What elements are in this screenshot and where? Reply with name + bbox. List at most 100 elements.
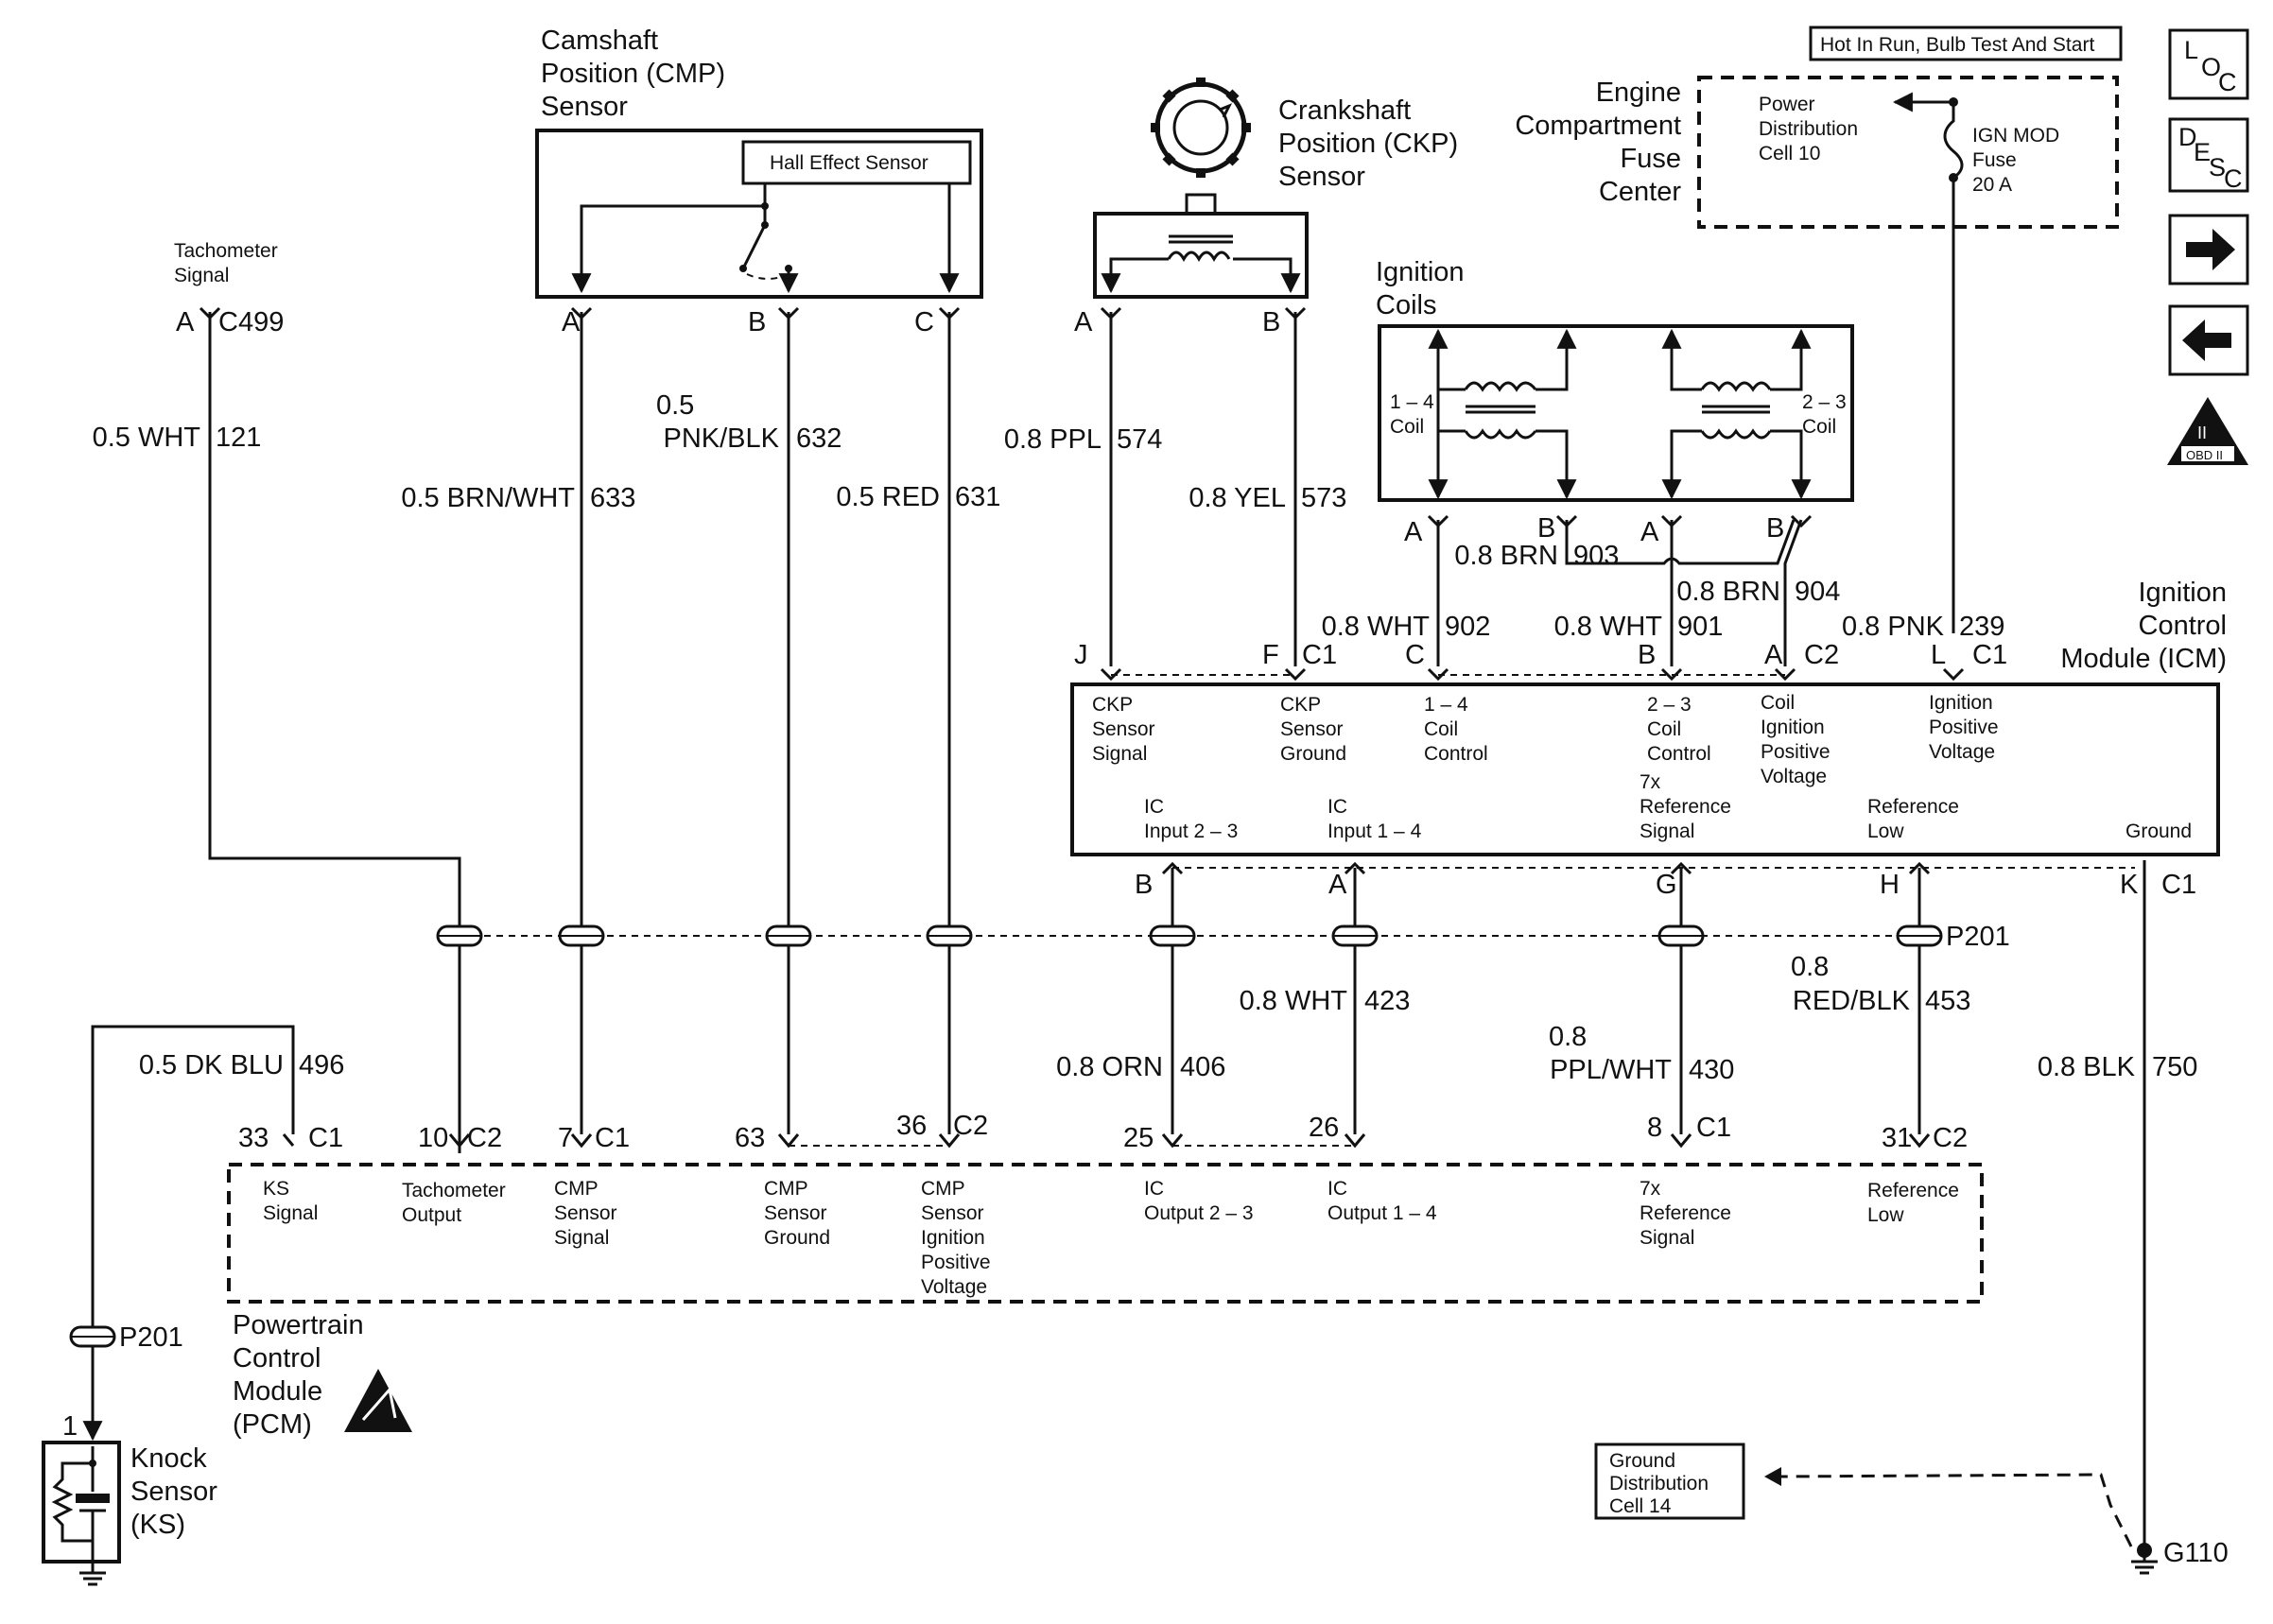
svg-text:IGN MOD: IGN MOD <box>1972 125 2059 147</box>
svg-text:901: 901 <box>1677 612 1723 642</box>
svg-text:(PCM): (PCM) <box>233 1409 312 1440</box>
svg-text:Ground: Ground <box>1609 1450 1675 1472</box>
svg-text:CKP: CKP <box>1092 694 1133 716</box>
svg-text:C: C <box>2224 164 2243 193</box>
svg-text:Hall Effect Sensor: Hall Effect Sensor <box>770 152 928 174</box>
svg-text:36: 36 <box>896 1111 927 1141</box>
svg-text:406: 406 <box>1180 1052 1225 1082</box>
svg-text:B: B <box>748 307 766 337</box>
svg-text:Output 1 – 4: Output 1 – 4 <box>1327 1202 1437 1224</box>
svg-text:E: E <box>2194 138 2211 166</box>
svg-text:Module: Module <box>233 1376 322 1407</box>
hall-effect-sensor: Hall Effect Sensor <box>741 140 972 185</box>
svg-text:0.8 PNK: 0.8 PNK <box>1842 612 1945 642</box>
svg-text:Control: Control <box>2139 611 2228 641</box>
svg-text:Distribution: Distribution <box>1609 1473 1709 1494</box>
svg-text:Positive: Positive <box>1929 717 1999 738</box>
powertrain-control-module: 33 C1 10 C2 7 C1 63 36 C2 25 26 8 C1 31 … <box>227 1111 1984 1440</box>
svg-text:Input 1 – 4: Input 1 – 4 <box>1327 821 1422 842</box>
svg-text:33: 33 <box>238 1123 269 1153</box>
cmp-wiring: A B C 0.5 BRN/WHT 633 0.5 PNK/BLK 632 0.… <box>401 306 1000 1134</box>
desc-icon[interactable]: D E S C <box>2168 117 2249 193</box>
svg-text:B: B <box>1766 513 1784 544</box>
ignition-coils: Ignition Coils 1 – 4 Coil 2 – 3 Coil A B… <box>1376 257 1854 547</box>
svg-text:7x: 7x <box>1640 771 1661 793</box>
svg-text:Ignition: Ignition <box>1929 692 1993 714</box>
svg-text:Powertrain: Powertrain <box>233 1310 364 1340</box>
svg-text:0.8 WHT: 0.8 WHT <box>1554 612 1663 642</box>
ckp-sensor: Crankshaft Position (CKP) Sensor <box>1093 78 1458 299</box>
svg-text:0.5 BRN/WHT: 0.5 BRN/WHT <box>401 483 575 513</box>
previous-arrow-icon[interactable] <box>2168 304 2249 376</box>
svg-text:F: F <box>1262 640 1279 670</box>
svg-text:P201: P201 <box>1946 922 2010 952</box>
svg-text:Reference: Reference <box>1640 796 1731 818</box>
ignition-control-module: Ignition Control Module (ICM) J F C1 C B… <box>1070 578 2228 1550</box>
svg-text:Cell 14: Cell 14 <box>1609 1495 1672 1517</box>
svg-text:CMP: CMP <box>921 1178 965 1200</box>
svg-text:P201: P201 <box>119 1322 183 1353</box>
svg-text:Output: Output <box>402 1204 461 1226</box>
svg-text:496: 496 <box>299 1050 344 1080</box>
tachometer-signal: Tachometer Signal A C499 0.5 WHT 121 <box>93 240 461 1153</box>
svg-text:2 – 3: 2 – 3 <box>1802 391 1847 413</box>
p201-connector: P201 <box>436 922 2010 952</box>
svg-text:Signal: Signal <box>554 1227 609 1249</box>
svg-text:A: A <box>1074 307 1093 337</box>
svg-text:Sensor: Sensor <box>1280 718 1344 740</box>
svg-text:Signal: Signal <box>174 265 229 286</box>
svg-text:C: C <box>2218 68 2237 96</box>
svg-text:O: O <box>2201 53 2221 81</box>
svg-text:PNK/BLK: PNK/BLK <box>664 423 780 454</box>
svg-text:OBD II: OBD II <box>2186 448 2223 462</box>
svg-text:Voltage: Voltage <box>921 1276 987 1298</box>
svg-text:Ground: Ground <box>2126 821 2192 842</box>
svg-text:G: G <box>1656 870 1677 900</box>
svg-text:Control: Control <box>1647 743 1711 765</box>
svg-text:A: A <box>1640 517 1659 547</box>
svg-text:C: C <box>1405 640 1425 670</box>
svg-text:Sensor: Sensor <box>541 92 628 122</box>
svg-text:1: 1 <box>62 1411 78 1442</box>
svg-text:Ignition: Ignition <box>1761 717 1825 738</box>
next-arrow-icon[interactable] <box>2168 214 2249 285</box>
svg-text:0.8 BRN: 0.8 BRN <box>1676 577 1780 607</box>
svg-text:Sensor: Sensor <box>764 1202 827 1224</box>
loc-icon[interactable]: L O C <box>2168 28 2249 100</box>
svg-text:63: 63 <box>735 1123 765 1153</box>
svg-text:633: 633 <box>590 483 635 513</box>
svg-text:C1: C1 <box>1696 1113 1731 1143</box>
svg-text:1 – 4: 1 – 4 <box>1424 694 1468 716</box>
svg-text:0.8 BLK: 0.8 BLK <box>2038 1052 2136 1082</box>
svg-text:Sensor: Sensor <box>554 1202 617 1224</box>
svg-text:C1: C1 <box>1972 640 2007 670</box>
svg-text:Sensor: Sensor <box>1278 162 1365 192</box>
svg-text:Signal: Signal <box>263 1202 318 1224</box>
svg-text:7x: 7x <box>1640 1178 1661 1200</box>
svg-text:Center: Center <box>1599 177 1681 207</box>
crankshaft-reluctor-icon <box>1151 78 1251 178</box>
pcm-pin-row: 33 C1 10 C2 7 C1 63 36 C2 25 26 8 C1 31 … <box>238 1111 1968 1153</box>
ground-icon <box>79 1562 106 1586</box>
svg-text:(KS): (KS) <box>130 1510 185 1540</box>
svg-text:IC: IC <box>1327 1178 1347 1200</box>
svg-text:25: 25 <box>1123 1123 1154 1153</box>
svg-text:Ignition: Ignition <box>921 1227 985 1249</box>
svg-text:A: A <box>176 307 195 337</box>
svg-text:0.8 PPL: 0.8 PPL <box>1004 424 1102 455</box>
svg-text:IC: IC <box>1144 1178 1164 1200</box>
svg-text:C2: C2 <box>1804 640 1839 670</box>
svg-text:C1: C1 <box>2161 870 2196 900</box>
svg-text:Ground: Ground <box>1280 743 1346 765</box>
svg-text:G110: G110 <box>2163 1538 2229 1568</box>
hot-in-run-label: Hot In Run, Bulb Test And Start <box>1809 26 2123 61</box>
svg-text:2 – 3: 2 – 3 <box>1647 694 1692 716</box>
svg-text:IC: IC <box>1144 796 1164 818</box>
svg-text:Positive: Positive <box>1761 741 1831 763</box>
svg-text:573: 573 <box>1301 483 1346 513</box>
svg-text:0.8 BRN: 0.8 BRN <box>1454 541 1558 571</box>
svg-text:Fuse: Fuse <box>1972 149 2017 171</box>
svg-text:C2: C2 <box>467 1123 502 1153</box>
svg-text:Coil: Coil <box>1647 718 1681 740</box>
